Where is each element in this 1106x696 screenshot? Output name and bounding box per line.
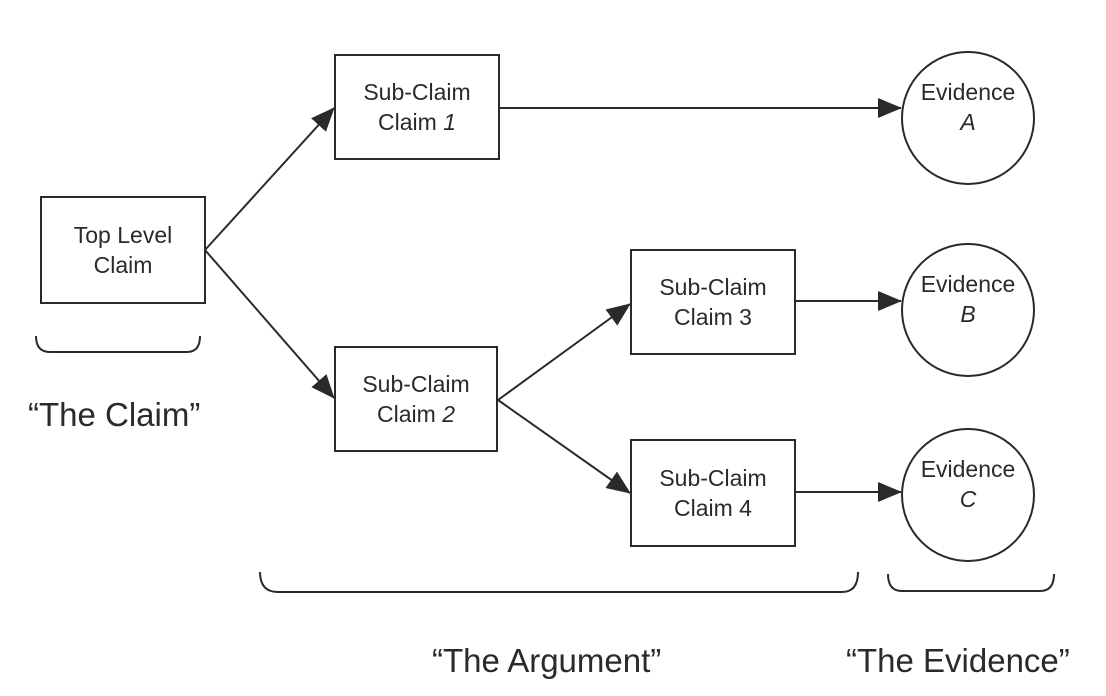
top-level-claim-node: Top Level Claim — [40, 196, 206, 304]
claim-bracket — [35, 335, 201, 353]
sub-claim-4-node: Sub-Claim Claim 4 — [630, 439, 796, 547]
evidence-a-letter: A — [960, 109, 976, 135]
evidence-b-letter: B — [960, 301, 976, 327]
evidence-bracket — [887, 573, 1055, 592]
edge-sub2-to-sub4 — [497, 399, 631, 494]
top-level-claim-line2: Claim — [93, 252, 153, 278]
top-level-claim-line1: Top Level — [73, 222, 173, 248]
claim-section-label: “The Claim” — [28, 396, 201, 433]
sub-claim-3-line1: Sub-Claim — [659, 274, 767, 300]
sub-claim-3-node: Sub-Claim Claim 3 — [630, 249, 796, 355]
sub-claim-1-line2-prefix: Claim — [378, 109, 444, 135]
sub-claim-2-node: Sub-Claim Claim 2 — [334, 346, 498, 452]
sub-claim-4-line2: Claim 4 — [674, 495, 752, 521]
sub-claim-1-line1: Sub-Claim — [363, 79, 471, 105]
evidence-c-node: Evidence C — [901, 428, 1035, 562]
evidence-b-line1: Evidence — [920, 271, 1016, 297]
sub-claim-1-line2: Claim 1 — [378, 107, 456, 137]
sub-claim-2-line1: Sub-Claim — [362, 371, 470, 397]
evidence-c-letter: C — [959, 486, 977, 512]
sub-claim-3-line2: Claim 3 — [674, 304, 752, 330]
edge-top-to-sub2 — [204, 249, 335, 399]
sub-claim-1-number: 1 — [443, 109, 456, 135]
argument-section-label: “The Argument” — [432, 642, 662, 679]
sub-claim-2-number: 2 — [442, 401, 455, 427]
evidence-a-node: Evidence A — [901, 51, 1035, 185]
evidence-b-node: Evidence B — [901, 243, 1035, 377]
edge-sub2-to-sub3 — [497, 303, 631, 401]
sub-claim-2-line2: Claim 2 — [377, 399, 455, 429]
sub-claim-4-line1: Sub-Claim — [659, 465, 767, 491]
argument-bracket — [259, 571, 859, 593]
evidence-section-label: “The Evidence” — [846, 642, 1070, 679]
sub-claim-1-node: Sub-Claim Claim 1 — [334, 54, 500, 160]
edge-top-to-sub1 — [204, 107, 335, 251]
evidence-c-line1: Evidence — [920, 456, 1016, 482]
evidence-a-line1: Evidence — [920, 79, 1016, 105]
sub-claim-2-line2-prefix: Claim — [377, 401, 443, 427]
